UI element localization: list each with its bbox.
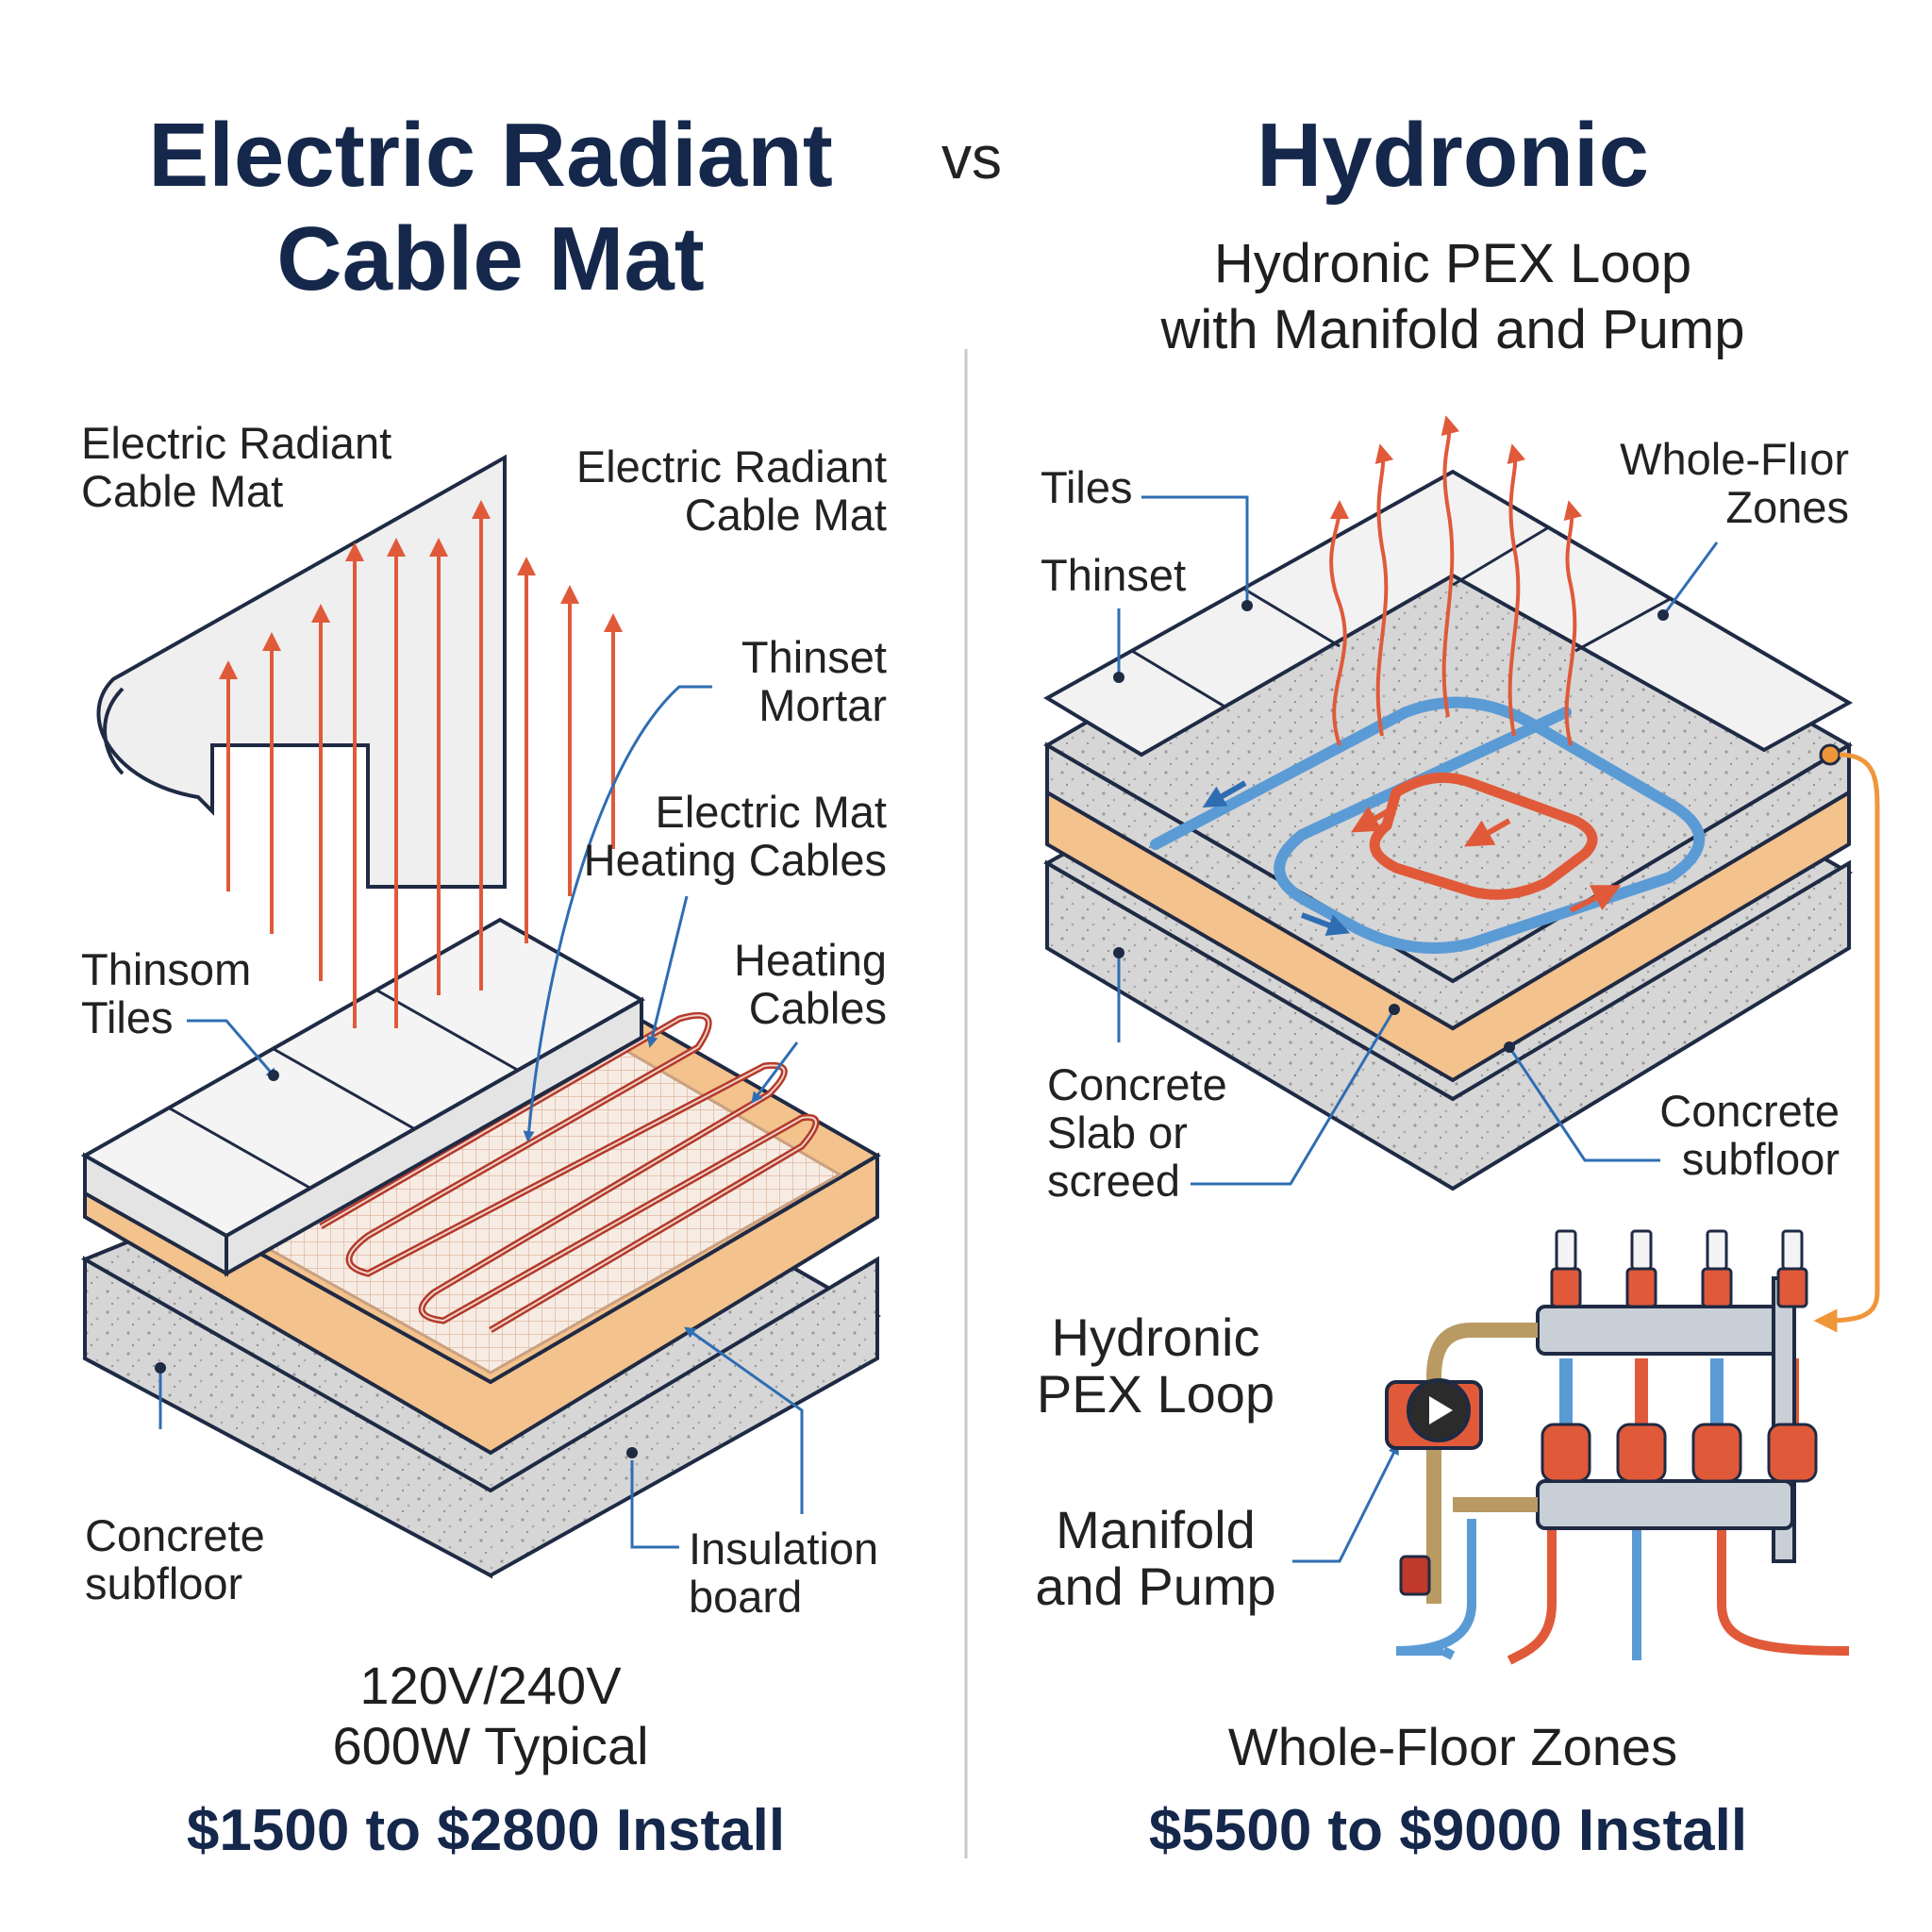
concrete-subfloor-slab (83, 1256, 879, 1578)
right-subtitle: Hydronic PEX Loop with Manifold and Pump (1160, 233, 1745, 360)
heat-arrows-left (219, 500, 623, 1028)
hydronic-slab-diagram (1042, 415, 1880, 1563)
supply-manifold-bar (1536, 1305, 1794, 1356)
leaders-right (1117, 495, 1719, 1563)
hydronic-tiles (1043, 469, 1854, 758)
electric-price: $1500 to $2800 Install (186, 1798, 786, 1863)
leaders-left (158, 685, 804, 1549)
left-title: Electric Radiant Cable Mat (148, 105, 833, 310)
vs-label: vs (941, 124, 1002, 192)
hydronic-price: $5500 to $9000 Install (1148, 1798, 1748, 1863)
lifted-cable-mat (96, 454, 507, 889)
pex-loop-red (1369, 772, 1598, 900)
label-concrete-subfloor-right: Concrete subfloor (1659, 1086, 1840, 1184)
label-heating-cables: Heating Cables (734, 935, 887, 1033)
label-thinset: Thinset (1041, 550, 1187, 600)
hydronic-concrete-subfloor (1045, 859, 1851, 1191)
label-concrete-slab: Concrete Slab or screed (1047, 1059, 1227, 1206)
label-insulation-board: Insulation board (689, 1524, 879, 1622)
electric-spec: 120V/240V 600W Typical (332, 1656, 649, 1776)
supply-tube (1813, 752, 1880, 1333)
label-pex-loop: Hydronic PEX Loop (1036, 1307, 1275, 1424)
label-concrete-subfloor-left: Concrete subfloor (85, 1510, 265, 1608)
label-thinsom-tiles: Thinsom Tiles (81, 944, 252, 1042)
return-manifold-bar (1536, 1479, 1794, 1530)
heat-arrows-right (1329, 415, 1583, 746)
label-cable-mat-right: Electric Radiant Cable Mat (575, 441, 887, 540)
right-title: Hydronic (1256, 105, 1650, 206)
label-mat-heating-cables: Electric Mat Heating Cables (583, 787, 887, 885)
label-whole-floor-zones-top: Whole-Flıor Zones (1620, 434, 1849, 532)
hydronic-zones: Whole-Floor Zones (1227, 1717, 1678, 1776)
manifold-and-pump (1385, 1229, 1850, 1665)
label-thinset-mortar: Thinset Mortar (741, 632, 887, 730)
label-tiles: Tiles (1041, 462, 1133, 512)
electric-mat-diagram (80, 454, 881, 1579)
label-cable-mat-left: Electric Radiant Cable Mat (81, 418, 392, 516)
label-manifold-pump: Manifold and Pump (1035, 1500, 1276, 1617)
